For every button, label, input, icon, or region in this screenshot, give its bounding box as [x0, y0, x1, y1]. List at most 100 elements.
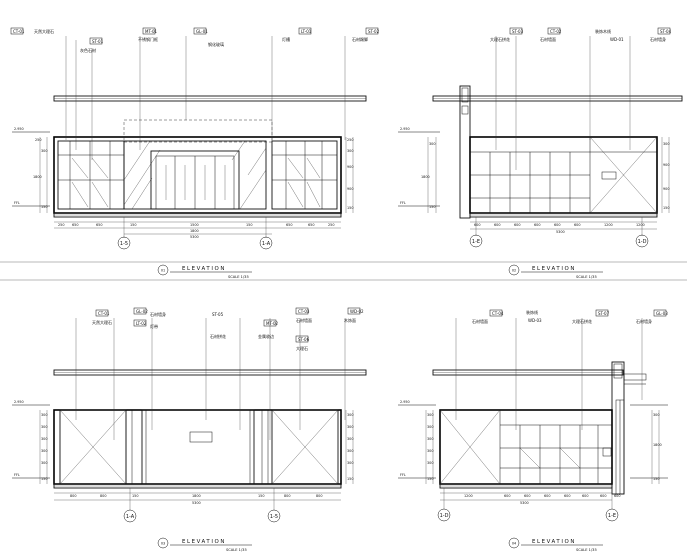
title-text: ELEVATION [532, 539, 576, 545]
callout-tag: CT-01 天然大理石 [10, 27, 54, 35]
dims-left: 300 300 300 300 300 150 [39, 410, 47, 484]
scale-text: SCALE 1/35 [576, 548, 597, 552]
callout-code: ST-02 [368, 29, 380, 34]
dims-left: 250 300 1800 150 [33, 137, 47, 213]
callout-note: 灰色石材 [80, 47, 96, 53]
callout-tag: ST-05 石材拼花 [210, 312, 226, 339]
title-bubble [157, 264, 169, 276]
dim-text: 900 [347, 187, 353, 191]
level-label: 2.950 [14, 400, 24, 404]
dim-text: 1800 [421, 175, 430, 179]
glazed-frame [57, 140, 125, 210]
dim-text: 600 [504, 494, 510, 498]
dim-text: 5300 [192, 501, 201, 505]
grid-bubble [635, 234, 649, 248]
callout-tag: CT-03 石材墙面 [295, 307, 312, 323]
callout-code: ST-05 [212, 312, 224, 317]
grid-label: 1-D [638, 239, 647, 245]
leader-lines [495, 36, 631, 170]
dim-text: 600 [574, 223, 580, 227]
level-label: FFL [14, 473, 20, 477]
callout-code: GL-01 [196, 29, 208, 34]
title-number: 04 [512, 542, 516, 546]
callout-code: ST-03 [512, 29, 524, 34]
title-bubble [508, 264, 520, 276]
panel-elevation-3: CT-01 天然大理石 GL-02 石材墙身 LT-02 灯带 ST-05 石材… [12, 307, 367, 552]
dim-text: 1800 [33, 175, 42, 179]
dim-text: 5300 [190, 235, 199, 239]
dim-text: 800 [316, 494, 322, 498]
grid-bubbles: 1-D 1-E [437, 488, 619, 522]
callout-tag: MT-01 不锈钢门框 [138, 27, 158, 42]
dim-text: 150 [132, 494, 138, 498]
callout-tag: GL-02 石材墙身 [133, 307, 166, 317]
grid-bubbles: 1-5 1-A [117, 217, 273, 250]
dims-right: 250 300 900 900 150 [345, 137, 353, 213]
leader-lines [455, 318, 643, 430]
leader-lines [65, 36, 346, 160]
callout-code: ST-07 [598, 311, 610, 316]
dim-text: 250 [328, 223, 334, 227]
dim-text: 150 [246, 223, 252, 227]
grid-label: 1-E [472, 239, 480, 245]
dim-text: 250 [58, 223, 64, 227]
callout-tag: WD-02 木饰面 [344, 307, 364, 323]
grid-label: 1-A [262, 241, 271, 247]
dims-bottom: 250 650 650 150 1500 150 650 650 250 180… [54, 221, 341, 239]
dim-text: 300 [41, 149, 47, 153]
level-label: 2.950 [14, 127, 24, 131]
callout-note: 石材墙面 [296, 317, 312, 323]
callout-tag: ST-01 灰色石材 [80, 37, 104, 53]
dim-text: 150 [347, 206, 353, 210]
door-dash-box [123, 119, 273, 143]
callout-tag: LT-01 灯槽 [282, 27, 312, 42]
panel-title: 02 ELEVATION SCALE 1/35 [508, 264, 603, 279]
callout-group: CT-04 石材墙面 装饰线 WD-03 ST-07 大理石拼花 GL-03 石… [472, 309, 668, 324]
dim-text: 150 [347, 477, 353, 481]
dim-text: 600 [600, 494, 606, 498]
dim-text: 150 [663, 206, 669, 210]
right-x-panel [261, 409, 339, 485]
dims-bottom: 800 800 150 1800 150 800 800 5300 [54, 492, 341, 505]
glazed-frame [271, 140, 338, 210]
callout-tag: CT-02 石材墙面 [540, 27, 562, 42]
callout-note: 金属收边 [258, 333, 274, 339]
grid-bubble [267, 509, 281, 523]
callout-code: GL-02 [136, 309, 148, 314]
title-text: ELEVATION [532, 266, 576, 272]
dim-text: 300 [41, 437, 47, 441]
callout-note: 灯槽 [282, 36, 290, 42]
dim-text: 300 [427, 449, 433, 453]
dim-text: 1800 [653, 443, 662, 447]
structural-column [611, 361, 625, 495]
callout-note: 大理石拼花 [572, 318, 592, 324]
dim-text: 300 [653, 413, 659, 417]
dims-right: 300 300 300 300 300 150 [345, 410, 353, 484]
left-x-panel [59, 409, 133, 485]
grid-bubbles: 1-E 1-D [469, 217, 649, 248]
dim-text: 600 [564, 494, 570, 498]
center-granite-feature [141, 409, 255, 485]
dim-text: 150 [41, 205, 47, 209]
dims-right: 300 900 900 150 [661, 137, 669, 213]
dim-text: 1200 [636, 223, 645, 227]
center-door-zone [123, 119, 273, 210]
grid-bubbles: 1-A 1-5 [123, 488, 281, 523]
callout-note: 灯带 [150, 323, 158, 329]
level-label: FFL [14, 201, 20, 205]
callout-code: MT-02 [266, 321, 279, 326]
granite-surface [145, 409, 251, 485]
callout-group: CT-01 天然大理石 ST-01 灰色石材 MT-01 不锈钢门框 GL-01… [10, 27, 380, 53]
dim-text: 600 [524, 494, 530, 498]
callout-tag: LT-02 灯带 [133, 319, 158, 329]
callout-code: WD-01 [610, 37, 624, 42]
wall-outline [53, 409, 342, 485]
callout-note: 石材拼花 [210, 333, 226, 339]
panel-title: 01 ELEVATION SCALE 1/35 [157, 264, 252, 279]
grid-label: 1-5 [270, 514, 278, 520]
dim-text: 300 [41, 449, 47, 453]
dim-text: 650 [308, 223, 314, 227]
callout-code: CT-01 [13, 29, 25, 34]
